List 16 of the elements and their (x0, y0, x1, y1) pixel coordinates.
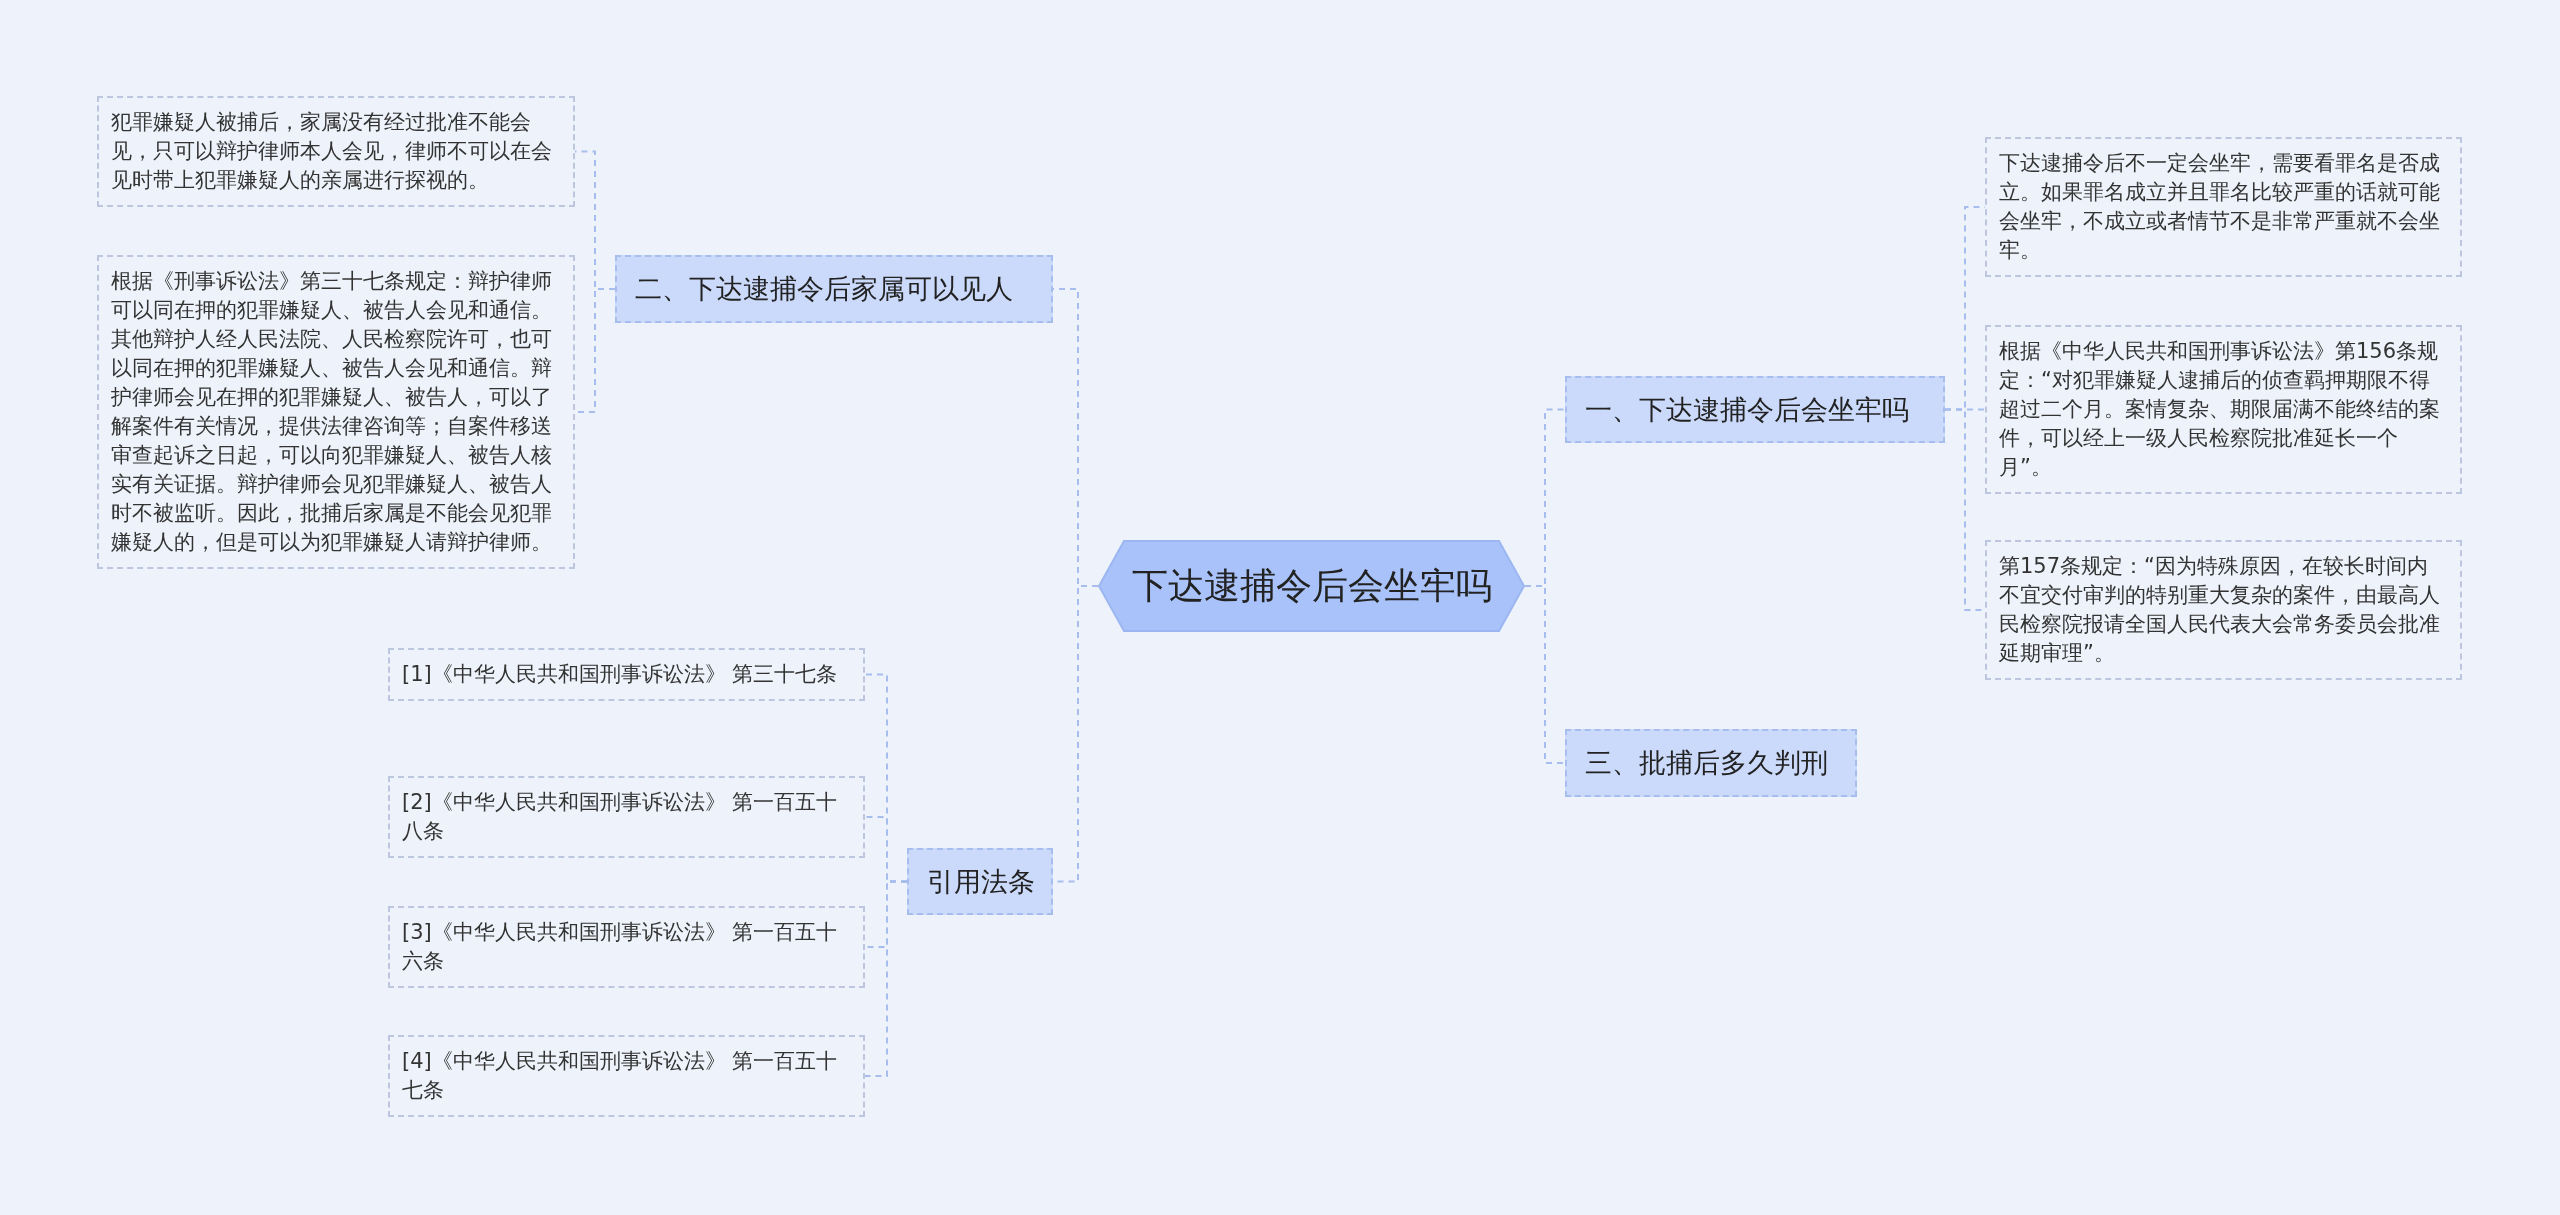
note-box: [3]《中华人民共和国刑事诉讼法》 第一百五十六条 (388, 906, 865, 988)
topic-box: 一、下达逮捕令后会坐牢吗 (1565, 376, 1945, 443)
note-box: 犯罪嫌疑人被捕后，家属没有经过批准不能会见，只可以辩护律师本人会见，律师不可以在会见时带上犯罪嫌疑人的亲属进行探视的。 (97, 96, 575, 207)
note-box: [2]《中华人民共和国刑事诉讼法》 第一百五十八条 (388, 776, 865, 858)
connector (1524, 585, 1566, 764)
note-box: 根据《刑事诉讼法》第三十七条规定：辩护律师可以同在押的犯罪嫌疑人、被告人会见和通信。其他辩护人经人民法院、人民检察院许可，也可以同在押的犯罪嫌疑人、被告人会见和通信。辩护律师会见在押的犯罪嫌疑人、被告人，可以了解案件有关情况，提供法律咨询等；自案件移送审查起诉之日起，可以向犯罪嫌疑人、被告人核实有关证据。辩护律师会见犯罪嫌疑人、被告人时不被监听。因此，批捕后家属是不能会见犯罪嫌疑人的，但是可以为犯罪嫌疑人请辩护律师。 (97, 255, 575, 569)
note-box: 第157条规定：“因为特殊原因，在较长时间内不宜交付审判的特别重大复杂的案件，由最高人民检察院报请全国人民代表大会常务委员会批准延期审理”。 (1985, 540, 2462, 680)
central-topic: 下达逮捕令后会坐牢吗 (1098, 540, 1525, 632)
note-box: [4]《中华人民共和国刑事诉讼法》 第一百五十七条 (388, 1035, 865, 1117)
note-box: [1]《中华人民共和国刑事诉讼法》 第三十七条 (388, 648, 865, 701)
topic-box: 三、批捕后多久判刑 (1565, 729, 1857, 797)
topic-box: 引用法条 (907, 848, 1053, 915)
note-box: 根据《中华人民共和国刑事诉讼法》第156条规定：“对犯罪嫌疑人逮捕后的侦查羁押期限不得超过二个月。案情复杂、期限届满不能终结的案件，可以经上一级人民检察院批准延长一个月”。 (1985, 325, 2462, 494)
topic-box: 二、下达逮捕令后家属可以见人 (615, 255, 1053, 323)
note-box: 下达逮捕令后不一定会坐牢，需要看罪名是否成立。如果罪名成立并且罪名比较严重的话就可能会坐牢，不成立或者情节不是非常严重就不会坐牢。 (1985, 137, 2462, 277)
connector (864, 880, 908, 1077)
